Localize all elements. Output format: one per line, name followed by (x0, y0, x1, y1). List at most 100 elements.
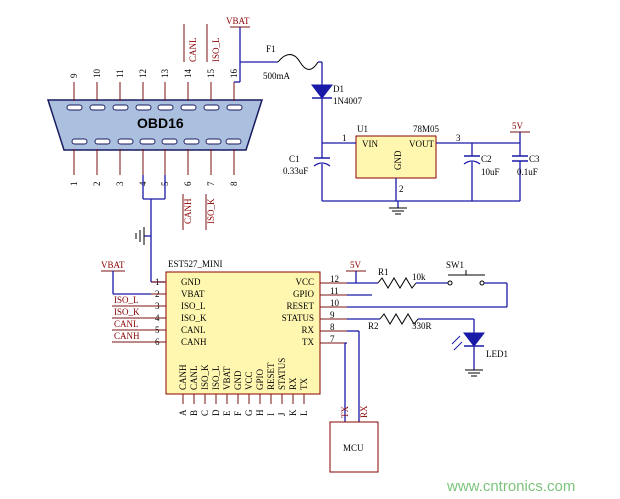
module-pin-label: GPIO (293, 289, 315, 299)
module-bottom-pin: H (255, 409, 265, 416)
r1-value: 10k (412, 272, 426, 282)
led1-refdes: LED1 (486, 349, 508, 359)
module-pin-label: VCC (295, 277, 314, 287)
capacitor-c1: C1 0.33uF (283, 143, 331, 201)
module-pin-label: STATUS (282, 313, 314, 323)
watermark: www.cntronics.com (446, 478, 575, 495)
vbat-top-rail: VBAT (226, 16, 278, 83)
fuse-value: 500mA (263, 71, 291, 81)
diode-d1: D1 1N4007 (310, 84, 362, 143)
module-bottom-label: GPIO (255, 368, 265, 390)
pin-number: 11 (115, 69, 125, 78)
pin-number: 7 (206, 181, 216, 186)
pin-number: 6 (183, 181, 193, 186)
pin-number: 13 (160, 69, 170, 79)
module-bottom-label: ISO_L (211, 366, 221, 391)
mcu-block: TX RX MCU (329, 330, 379, 473)
chassis-ground (135, 175, 166, 283)
module-bottom-label: CANL (189, 366, 199, 391)
u1-pin-vout: VOUT (409, 139, 434, 149)
module-pin-label: ISO_K (181, 313, 207, 323)
net-label-canl: CANL (188, 38, 198, 63)
c3-value: 0.1uF (517, 167, 538, 177)
regulator-u1: U1 78M05 VIN VOUT GND 1 3 2 (322, 124, 520, 201)
status-led-circuit: R2 330R LED1 (347, 313, 508, 377)
pin-number: 1 (69, 182, 79, 187)
sw1-refdes: SW1 (446, 260, 464, 270)
module-pin-label: RESET (286, 301, 314, 311)
module-bottom-label: CANH (178, 364, 188, 390)
5v-label-2: 5V (350, 260, 362, 270)
module-bottom-pin: B (189, 410, 199, 416)
u1-refdes: U1 (357, 124, 368, 134)
mcu-label: MCU (343, 443, 364, 453)
fuse-refdes: F1 (266, 44, 276, 54)
net-label-iso-l: ISO_L (114, 295, 139, 305)
module-bottom-pin: F (233, 411, 243, 416)
mcu-rx-label: RX (359, 405, 369, 418)
module-pin-label: ISO_L (181, 301, 206, 311)
pin-number: 3 (115, 181, 125, 186)
reset-circuit: 5V R1 10k SW1 (346, 260, 508, 308)
pin-number: 9 (69, 73, 79, 78)
fuse-f1: F1 500mA (263, 44, 323, 85)
module-bottom-label: RX (288, 377, 298, 390)
net-label-canh: CANH (183, 198, 193, 224)
u1-pin-vin: VIN (362, 139, 378, 149)
diode-value: 1N4007 (333, 96, 362, 106)
c3-refdes: C3 (529, 154, 540, 164)
5v-label: 5V (512, 121, 524, 131)
module-bottom-pin: A (178, 409, 188, 416)
module-pin-label: RX (301, 325, 314, 335)
module-pin-number: 7 (330, 334, 335, 344)
module-bottom-label: ISO_K (200, 364, 210, 390)
net-label-iso-k: ISO_K (206, 198, 216, 224)
module-pin-number: 10 (330, 298, 340, 308)
net-label-iso-l: ISO_L (211, 38, 221, 63)
u1-pin-num: 1 (342, 133, 347, 143)
r2-refdes: R2 (368, 321, 379, 331)
module-pin-number: 9 (330, 310, 335, 320)
module-bottom-pin: G (244, 409, 254, 416)
module-bottom-label: GND (233, 370, 243, 390)
c2-value: 10uF (481, 167, 500, 177)
net-label-canh: CANH (114, 331, 140, 341)
c2-refdes: C2 (481, 154, 492, 164)
module-pin-number: 12 (330, 274, 339, 284)
module-bottom-label: STATUS (277, 358, 287, 390)
vbat-left-label: VBAT (101, 260, 125, 270)
module-pin-label: TX (302, 337, 314, 347)
module-pin-label: GND (181, 277, 201, 287)
regulator-ground (322, 200, 520, 215)
module-bottom-label: VCC (244, 371, 254, 390)
module-pin-label: VBAT (181, 289, 205, 299)
capacitor-c3: 5V C3 0.1uF (510, 121, 540, 201)
module-bottom-pin: L (299, 411, 309, 417)
module-bottom-pin: J (277, 412, 287, 416)
r2-value: 330R (412, 321, 432, 331)
pin-number: 2 (92, 182, 102, 187)
module-bottom-label: RESET (266, 362, 276, 390)
module-pin-label: CANL (181, 325, 206, 335)
net-label-iso-k: ISO_K (114, 307, 140, 317)
module-bottom-pin: I (266, 413, 276, 416)
u1-value: 78M05 (413, 124, 440, 134)
module-pin-number: 11 (330, 286, 339, 296)
module-bottom-pin: E (222, 410, 232, 416)
r1-refdes: R1 (378, 267, 389, 277)
left-net-labels: VBAT ISO_L ISO_K CANL CANH (101, 260, 151, 343)
net-label-canl: CANL (114, 319, 139, 329)
pin-number: 14 (183, 69, 193, 79)
pin-number: 15 (206, 69, 216, 79)
diode-refdes: D1 (333, 84, 344, 94)
u1-pin-num: 2 (399, 184, 404, 194)
module-refdes: EST527_MINI (168, 259, 223, 269)
vbat-label: VBAT (226, 16, 250, 26)
capacitor-c2: C2 10uF (463, 143, 500, 201)
module-bottom-label: TX (299, 378, 309, 390)
module-bottom-pin: K (288, 409, 298, 416)
u1-pin-num: 3 (456, 133, 461, 143)
pin-number: 16 (229, 69, 239, 79)
